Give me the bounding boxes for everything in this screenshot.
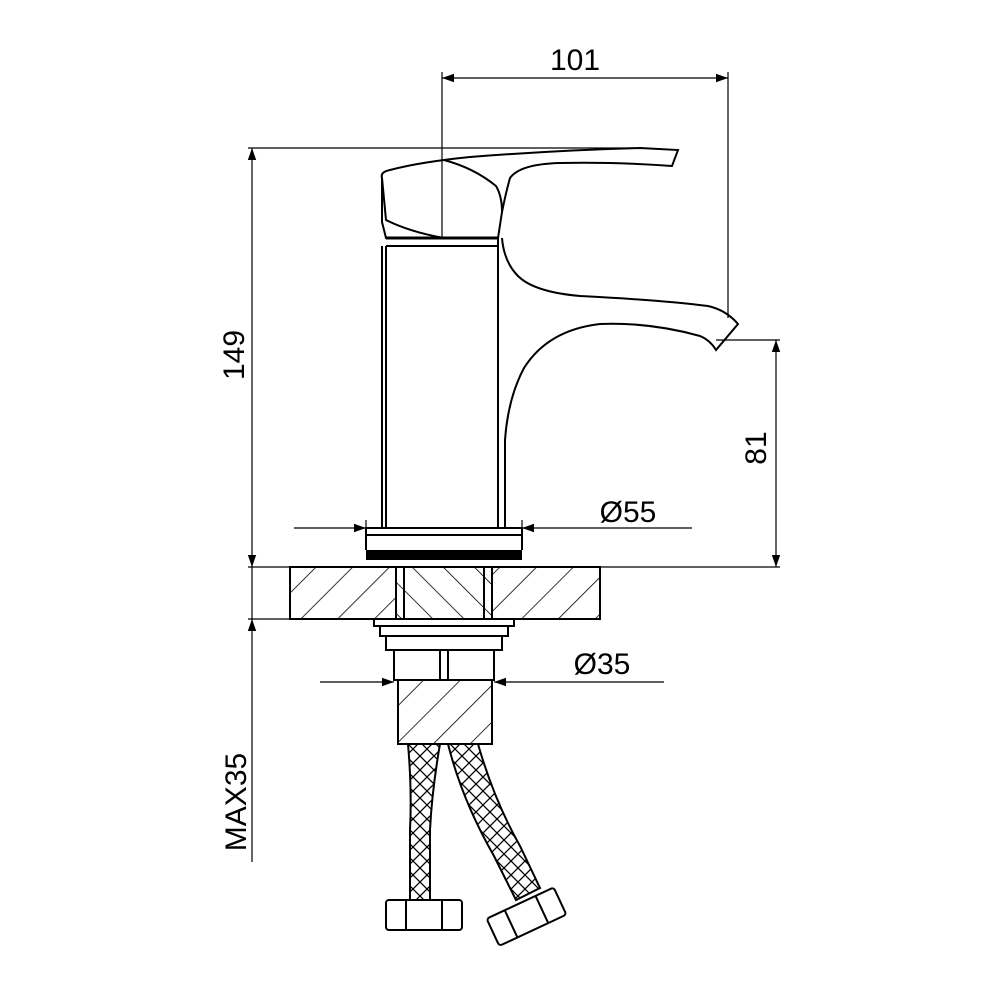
mounting-nut <box>373 618 515 745</box>
hose-nut-left <box>385 899 463 931</box>
flex-hoses <box>385 743 567 946</box>
hose-nut-right <box>486 887 567 946</box>
dim-label-diameter-55: Ø55 <box>600 496 657 529</box>
dimension-height-149: 149 <box>218 147 640 567</box>
base-flange <box>365 527 523 560</box>
dimension-diameter-35: Ø35 <box>320 648 664 687</box>
dimension-height-81: 81 <box>716 339 781 567</box>
dimension-diameter-55: Ø55 <box>294 496 692 550</box>
dim-label-max35: MAX35 <box>220 753 253 851</box>
dim-label-diameter-35: Ø35 <box>574 648 631 681</box>
dimension-max-35: MAX35 <box>220 619 257 862</box>
dim-label-101: 101 <box>550 44 600 77</box>
dim-label-149: 149 <box>218 330 251 380</box>
countertop-section <box>289 566 601 620</box>
faucet-body <box>381 236 740 528</box>
dim-label-81: 81 <box>740 431 773 464</box>
handle-lever <box>380 146 680 239</box>
dimension-width-101: 101 <box>441 44 729 318</box>
